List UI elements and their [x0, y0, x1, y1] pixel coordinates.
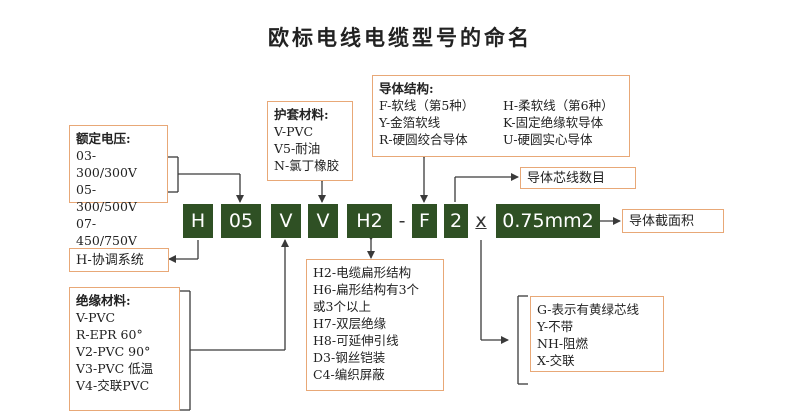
cross-section-box: 导体截面积: [622, 209, 724, 233]
insulation-item: V3-PVC 低温: [76, 361, 154, 376]
conductor-item: H-柔软线（第6种）: [503, 98, 614, 113]
earth-item: Y-不带: [537, 319, 574, 334]
harmonized-box: H-协调系统: [69, 248, 169, 272]
construction-item: H7-双层绝缘: [313, 316, 387, 331]
code-voltage: 05: [221, 204, 261, 238]
code-conductor: F: [412, 204, 437, 238]
insulation-item: V4-交联PVC: [76, 378, 150, 393]
code-cores: 2: [444, 204, 468, 238]
code-harmonized: H: [183, 204, 213, 238]
construction-item: 或3个以上: [313, 299, 371, 314]
rated-voltage-item: 03- 300/300V: [76, 148, 137, 180]
conductor-structure-box: 导体结构: F-软线（第5种） Y-金箔软线 R-硬圆绞合导体 H-柔软线（第6…: [372, 75, 630, 157]
insulation-item: V2-PVC 90°: [76, 344, 151, 359]
code-sheath: V: [308, 204, 338, 238]
construction-item: C4-编织屏蔽: [313, 367, 385, 382]
code-area: 0.75mm2: [496, 204, 600, 238]
earth-item: X-交联: [537, 353, 575, 368]
construction-box: H2-电缆扁形结构 H6-扁形结构有3个 或3个以上 H7-双层绝缘 H8-可延…: [306, 259, 444, 391]
insulation-heading: 绝缘材料:: [76, 293, 131, 308]
sheath-box: 护套材料: V-PVC V5-耐油 N-氯丁橡胶: [267, 101, 353, 181]
conductor-item: K-固定绝缘软导体: [503, 115, 604, 130]
cross-section-label: 导体截面积: [629, 213, 695, 229]
conductor-item: Y-金箔软线: [379, 115, 441, 130]
earth-item: G-表示有黄绿芯线: [537, 302, 639, 317]
construction-item: D3-钢丝铠装: [313, 350, 386, 365]
cores-box: 导体芯线数目: [520, 167, 636, 189]
conductor-item: R-硬圆绞合导体: [379, 132, 468, 147]
sheath-item: N-氯丁橡胶: [274, 158, 340, 173]
sheath-item: V5-耐油: [274, 141, 321, 156]
code-construction: H2: [347, 204, 392, 238]
construction-item: H6-扁形结构有3个: [313, 282, 420, 297]
sheath-heading: 护套材料:: [274, 107, 329, 122]
conductor-item: U-硬圆实心导体: [503, 132, 593, 147]
conductor-item: F-软线（第5种）: [379, 98, 475, 113]
rated-voltage-item: 05- 300/500V: [76, 182, 137, 214]
earth-conductor-box: G-表示有黄绿芯线 Y-不带 NH-阻燃 X-交联: [530, 296, 664, 372]
cores-label: 导体芯线数目: [527, 170, 606, 186]
rated-voltage-box: 额定电压: 03- 300/300V 05- 300/500V 07- 450/…: [69, 125, 168, 248]
insulation-item: V-PVC: [76, 310, 116, 325]
code-times: x: [475, 210, 487, 232]
rated-voltage-heading: 额定电压:: [76, 131, 131, 146]
conductor-heading: 导体结构:: [379, 81, 434, 96]
sheath-item: V-PVC: [274, 124, 314, 139]
rated-voltage-item: 07- 450/750V: [76, 216, 137, 248]
earth-item: NH-阻燃: [537, 336, 589, 351]
harmonized-label: H-协调系统: [76, 252, 144, 268]
construction-item: H8-可延伸引线: [313, 333, 399, 348]
code-dash: -: [398, 210, 406, 232]
code-insulation: V: [271, 204, 301, 238]
construction-item: H2-电缆扁形结构: [313, 265, 412, 280]
insulation-box: 绝缘材料: V-PVC R-EPR 60° V2-PVC 90° V3-PVC …: [69, 287, 180, 411]
page-title: 欧标电线电缆型号的命名: [268, 25, 532, 50]
insulation-item: R-EPR 60°: [76, 327, 143, 342]
